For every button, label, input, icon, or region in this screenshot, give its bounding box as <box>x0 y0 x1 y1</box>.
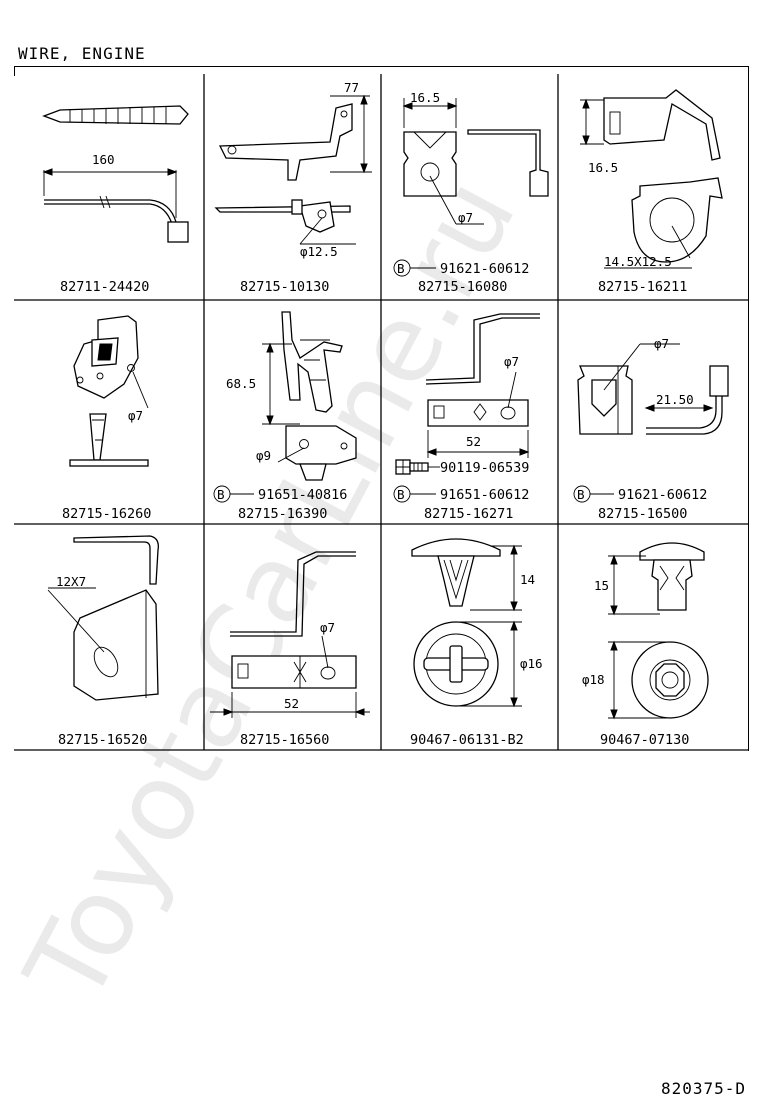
dim-14-5x12-5: 14.5X12.5 <box>604 254 672 269</box>
dim-15: 15 <box>594 578 609 593</box>
bolt-ref: 90119-06539 <box>428 460 529 476</box>
part-number: 82715-10130 <box>240 279 329 295</box>
cell-82715-16211[interactable]: 16.5 14.5X12.5 82715-16211 <box>580 89 723 295</box>
part-number: 90467-07130 <box>600 732 689 748</box>
wire-clip-drawing <box>42 105 189 243</box>
plate-drawing <box>69 315 149 467</box>
clip-drawing <box>577 365 729 435</box>
bracket-drawing <box>73 535 159 701</box>
dim-length: 160 <box>42 152 178 218</box>
frame-tick-right <box>748 66 749 76</box>
dim-77: 77 <box>344 80 359 95</box>
dim-21-50: 21.50 <box>656 392 694 407</box>
dim-width: 52 <box>426 430 530 458</box>
grid-lines <box>14 74 748 751</box>
dim-hole: φ12.5 <box>299 217 356 259</box>
dim-diameter: φ16 <box>456 620 543 708</box>
cell-82715-16390[interactable]: 68.5 φ9 B 91651-40816 82715-16390 <box>213 311 357 522</box>
dim-phi7: φ7 <box>458 210 473 225</box>
part-number: 82715-16271 <box>424 506 513 522</box>
part-number: 82711-24420 <box>60 279 149 295</box>
bracket-drawing <box>214 103 353 233</box>
dim-16-5: 16.5 <box>588 160 618 175</box>
ref-part: 91651-40816 <box>258 487 347 503</box>
ref-part: 91621-60612 <box>440 261 529 277</box>
part-number: 82715-16390 <box>238 506 327 522</box>
ref-b: B 91621-60612 <box>393 259 529 277</box>
cell-82715-16500[interactable]: φ7 21.50 B 91621-60612 82715-16500 <box>573 336 729 522</box>
cell-82715-16520[interactable]: 12X7 82715-16520 <box>47 535 159 748</box>
part-number: 90467-06131-B2 <box>410 732 524 748</box>
cell-82715-16560[interactable]: φ7 52 82715-16560 <box>210 551 370 748</box>
dim-52: 52 <box>284 696 299 711</box>
svg-text:B: B <box>397 487 405 502</box>
dim-hole: 14.5X12.5 <box>604 225 692 269</box>
ref-part: 91621-60612 <box>618 487 707 503</box>
diagram-code: 820375-D <box>660 1079 746 1098</box>
dim-phi12-5: φ12.5 <box>300 244 338 259</box>
part-number: 82715-16211 <box>598 279 687 295</box>
cell-90467-06131-B2[interactable]: 14 φ16 90467-06131-B2 <box>410 538 543 748</box>
part-number: 82715-16560 <box>240 732 329 748</box>
dim-160: 160 <box>92 152 115 167</box>
dim-length: 21.50 <box>644 392 714 412</box>
dim-14: 14 <box>520 572 535 587</box>
part-number: 82715-16520 <box>58 732 147 748</box>
cell-82715-16271[interactable]: φ7 52 90119-06539 B 91651-60612 82715-16… <box>393 313 540 522</box>
dim-phi9: φ9 <box>256 448 271 463</box>
dim-slot: 12X7 <box>47 574 105 653</box>
part-number: 82715-16500 <box>598 506 687 522</box>
dim-hole: φ7 <box>128 371 149 423</box>
part-number: 82715-16260 <box>62 506 151 522</box>
svg-text:B: B <box>217 487 225 502</box>
bolt-part: 90119-06539 <box>440 460 529 476</box>
clip-drawing <box>411 538 501 707</box>
page-title: WIRE, ENGINE <box>18 44 146 63</box>
dim-16-5: 16.5 <box>410 90 440 105</box>
dim-52: 52 <box>466 434 481 449</box>
dim-phi7: φ7 <box>128 408 143 423</box>
ref-b: B 91621-60612 <box>573 485 707 503</box>
ref-part: 91651-60612 <box>440 487 529 503</box>
dim-phi7: φ7 <box>320 620 335 635</box>
cell-82715-10130[interactable]: 77 φ12.5 82715-10130 <box>214 80 372 295</box>
dim-phi18: φ18 <box>582 672 605 687</box>
clip-drawing <box>403 129 549 197</box>
diagram-frame <box>14 66 749 751</box>
cell-82715-16260[interactable]: φ7 82715-16260 <box>62 315 151 522</box>
ref-b: B 91651-60612 <box>393 485 529 503</box>
svg-text:B: B <box>397 261 405 276</box>
frame-tick-left <box>14 66 15 76</box>
cell-82711-24420[interactable]: 160 82711-24420 <box>42 105 189 295</box>
dim-hole: φ7 <box>504 354 519 409</box>
ref-b: B 91651-40816 <box>213 485 347 503</box>
bracket-drawing <box>395 313 540 475</box>
dim-height: 68.5 <box>226 342 300 426</box>
bracket-drawing <box>230 551 357 689</box>
dim-height: 77 <box>330 80 372 174</box>
dim-hole: φ7 <box>320 620 335 669</box>
dim-width: 52 <box>210 692 370 718</box>
dim-width: 16.5 <box>402 90 458 128</box>
dim-phi7: φ7 <box>654 336 669 351</box>
cell-82715-16080[interactable]: 16.5 φ7 B 91621-60612 82715-16080 <box>393 90 549 295</box>
dim-hole: φ7 <box>429 175 484 225</box>
part-number: 82715-16080 <box>418 279 507 295</box>
bracket-drawing <box>281 311 357 481</box>
dim-phi7: φ7 <box>504 354 519 369</box>
dim-diameter: φ18 <box>582 640 670 720</box>
dim-68-5: 68.5 <box>226 376 256 391</box>
dim-height: 16.5 <box>580 98 618 175</box>
dim-phi16: φ16 <box>520 656 543 671</box>
clip-drawing <box>631 542 709 719</box>
dim-hole: φ7 <box>603 336 680 391</box>
dim-12x7: 12X7 <box>56 574 86 589</box>
cell-90467-07130[interactable]: 15 φ18 90467-07130 <box>582 542 709 748</box>
dim-hole: φ9 <box>256 447 305 463</box>
svg-text:B: B <box>577 487 585 502</box>
dim-height: 14 <box>470 544 535 612</box>
clamp-drawing <box>603 89 723 263</box>
dim-height: 15 <box>594 554 660 616</box>
